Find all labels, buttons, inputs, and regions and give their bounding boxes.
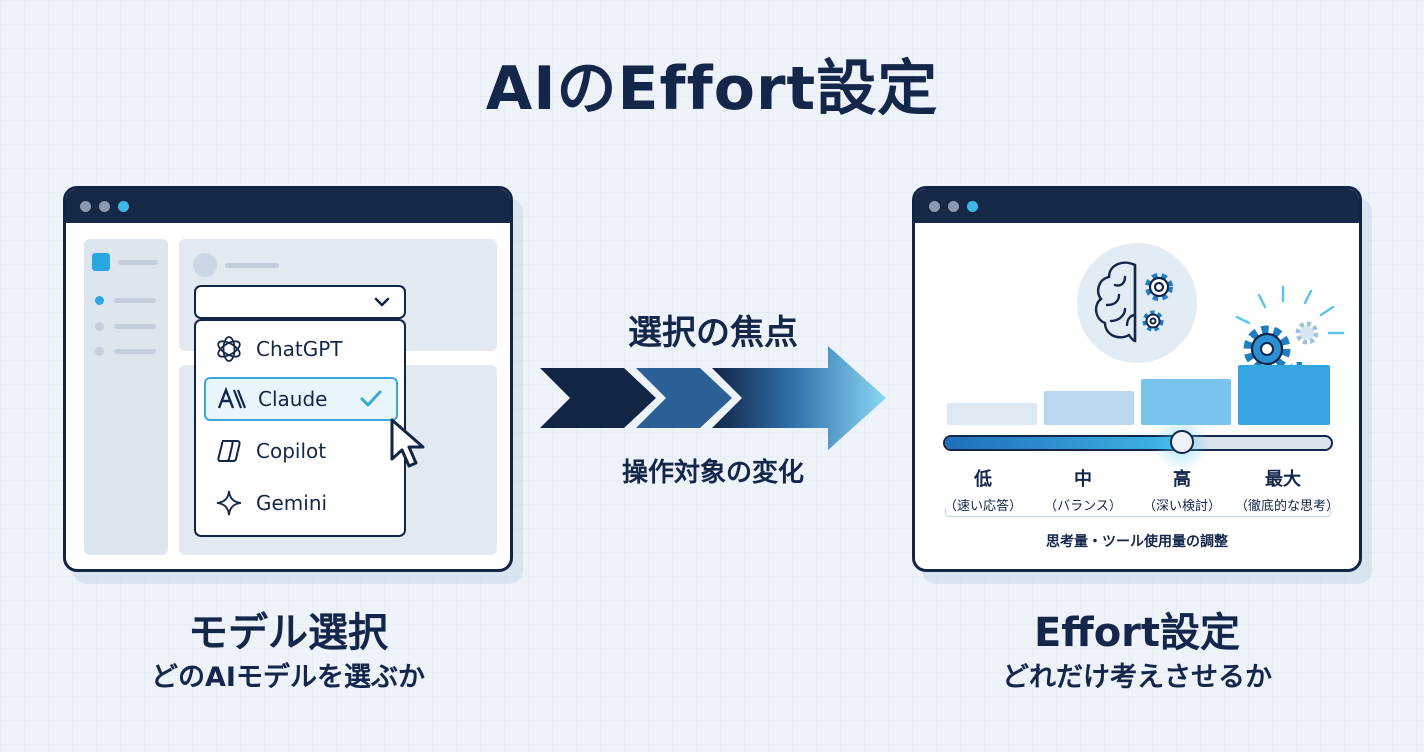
- window-dot: [99, 200, 110, 212]
- copilot-icon: [214, 436, 244, 466]
- sidebar-placeholder-line: [114, 298, 156, 303]
- effort-slider-fill: [945, 437, 1185, 449]
- sidebar: [84, 239, 168, 555]
- menu-item-claude[interactable]: Claude: [204, 377, 398, 421]
- sidebar-placeholder-line: [118, 260, 158, 265]
- model-menu: ChatGPT Claude: [194, 319, 406, 537]
- effort-level-max[interactable]: 最大 （徹底的な思考）: [1235, 469, 1340, 514]
- sidebar-placeholder-line: [114, 349, 156, 354]
- model-selection-caption: モデル選択: [188, 610, 388, 656]
- effort-subcaption: どれだけ考えさせるか: [1002, 662, 1272, 693]
- model-dropdown[interactable]: [194, 285, 406, 319]
- checkmark-icon: [360, 390, 382, 407]
- window-titlebar: [66, 189, 510, 223]
- effort-settings-window: 低 （速い応答） 中 （バランス） 高 （深い検討） 最大 （徹底的な思考） 思…: [912, 186, 1362, 572]
- sidebar-app-icon: [92, 253, 110, 271]
- mouse-cursor-icon: [390, 418, 425, 468]
- openai-icon: [214, 334, 244, 364]
- sidebar-dot: [95, 347, 104, 356]
- menu-item-label: Claude: [258, 387, 328, 411]
- window-titlebar: [915, 189, 1359, 223]
- effort-slider-handle[interactable]: [1170, 430, 1194, 454]
- window-dot: [118, 200, 129, 212]
- content-placeholder-line: [225, 263, 279, 268]
- menu-item-label: ChatGPT: [256, 337, 343, 361]
- window-dot: [929, 200, 940, 212]
- effort-level-high[interactable]: 高 （深い検討）: [1142, 469, 1221, 514]
- level-bracket: [945, 507, 1331, 517]
- menu-item-gemini[interactable]: Gemini: [204, 481, 398, 525]
- sidebar-active-dot: [95, 296, 104, 305]
- menu-item-chatgpt[interactable]: ChatGPT: [204, 327, 398, 371]
- gemini-sparkle-icon: [214, 488, 244, 518]
- sidebar-dot: [95, 322, 104, 331]
- effort-level-medium[interactable]: 中 （バランス）: [1044, 469, 1122, 514]
- window-dot: [80, 200, 91, 212]
- change-label: 操作対象の変化: [621, 458, 804, 488]
- effort-level-bar-max: [1238, 365, 1330, 425]
- model-selection-subcaption: どのAIモデルを選ぶか: [151, 662, 425, 693]
- transition-arrow: [540, 346, 886, 450]
- avatar-placeholder: [193, 253, 217, 277]
- effort-level-low[interactable]: 低 （速い応答）: [943, 469, 1022, 514]
- window-dot: [967, 200, 978, 212]
- window-dot: [948, 200, 959, 212]
- page-title: AIのEffort設定: [485, 54, 939, 124]
- model-selection-window: ChatGPT Claude: [63, 186, 513, 572]
- brain-gear-icon: [1077, 243, 1197, 363]
- sidebar-placeholder-line: [114, 324, 156, 329]
- effort-footnote: 思考量・ツール使用量の調整: [1046, 534, 1228, 550]
- chevron-down-icon: [374, 297, 390, 307]
- focus-label: 選択の焦点: [628, 313, 798, 353]
- anthropic-icon: [216, 384, 246, 414]
- effort-level-bar-low: [947, 403, 1037, 425]
- menu-item-copilot[interactable]: Copilot: [204, 429, 398, 473]
- menu-item-label: Copilot: [256, 439, 327, 463]
- effort-slider-track[interactable]: [943, 435, 1333, 451]
- effort-level-bar-medium: [1044, 391, 1134, 425]
- menu-item-label: Gemini: [256, 491, 328, 515]
- effort-caption: Effort設定: [1033, 610, 1241, 656]
